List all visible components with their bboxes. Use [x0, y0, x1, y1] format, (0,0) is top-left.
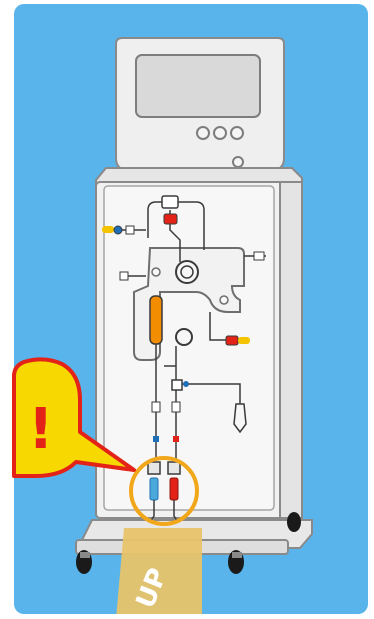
plate-hole-1 [152, 268, 160, 276]
red-clamp-top [164, 214, 177, 224]
wheel-back-right [287, 512, 301, 532]
pressure-dome [176, 329, 192, 345]
clamp-mid-right [172, 402, 180, 412]
holder-right [168, 462, 180, 474]
monitor-button-1 [197, 127, 209, 139]
blue-connector-mid [183, 381, 189, 387]
clamp-left [126, 226, 134, 234]
blue-connector-left [114, 226, 122, 234]
blue-tag-left [153, 436, 159, 442]
monitor [116, 38, 284, 170]
wheel-mount-right [232, 552, 242, 558]
air-detector [172, 380, 182, 390]
tape-strip: UP [116, 528, 202, 619]
blue-luer-connector [150, 478, 158, 500]
monitor-knob [233, 157, 243, 167]
top-connector [162, 196, 178, 208]
wheel-mount-left [80, 552, 90, 558]
monitor-button-2 [214, 127, 226, 139]
drip-chamber [150, 296, 162, 344]
yellow-tip-left [102, 226, 114, 233]
red-luer-connector [170, 478, 178, 500]
yellow-tip-right [238, 337, 250, 344]
monitor-button-3 [231, 127, 243, 139]
alert-symbol: ! [28, 397, 54, 462]
plate-hole-2 [220, 296, 228, 304]
monitor-screen [136, 55, 260, 117]
body-side [280, 182, 302, 518]
clamp-mid-left [152, 402, 160, 412]
red-clamp-right [226, 336, 238, 345]
red-tag-right [173, 436, 179, 442]
front-panel [104, 186, 274, 510]
pump-rotor [176, 261, 198, 283]
plus-connector [120, 272, 128, 280]
connector-right-top [254, 252, 264, 260]
holder-left [148, 462, 160, 474]
